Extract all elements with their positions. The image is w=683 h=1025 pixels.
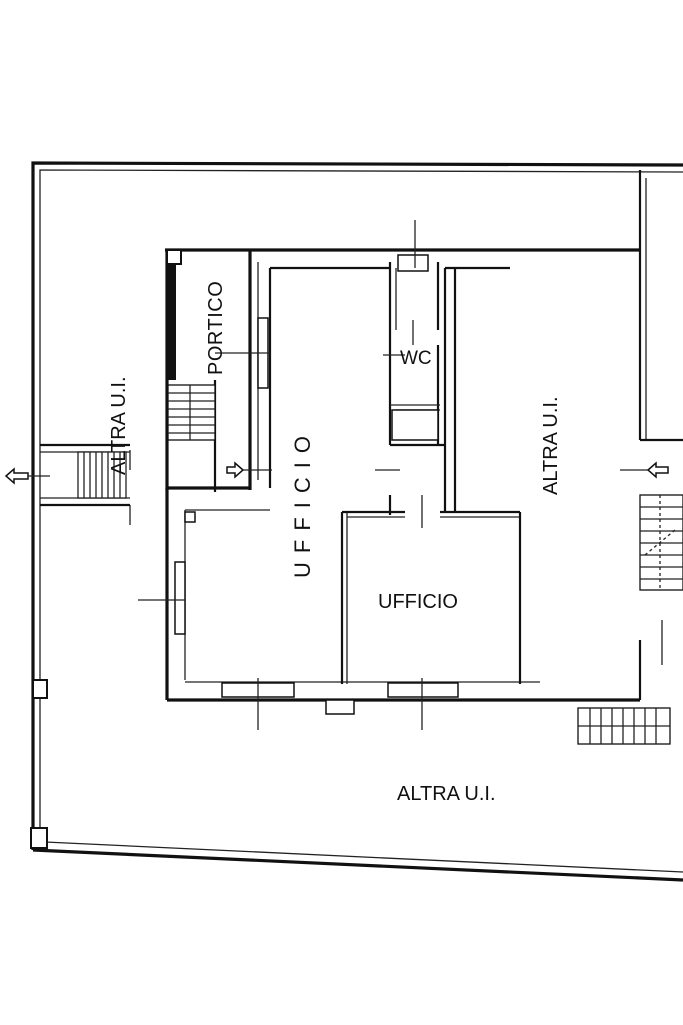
entrance-arrow-right [646,461,669,479]
right-neighbour-wall [638,170,683,700]
label-wc: WC [400,348,432,369]
left-entrance [40,443,130,507]
portico-stair [167,384,216,441]
corner-column [30,827,48,849]
label-altra-bottom: ALTRA U.I. [397,783,496,805]
left-window [174,561,186,635]
left-stair [77,451,127,499]
axis-marks [129,220,663,730]
bottom-niche [325,699,355,715]
label-altra-right: ALTRA U.I. [540,396,562,495]
label-altra-left: ALTRA U.I. [108,376,130,475]
right-stair [639,494,683,591]
wc-shaft [397,254,429,272]
bottom-window-2 [387,682,459,698]
portico-dark-wall [167,260,176,380]
label-portico: PORTICO [205,281,227,375]
central-unit-walls [165,248,640,715]
column [32,679,48,699]
outer-boundary [30,161,683,882]
bottom-right-stair [577,707,671,745]
entrance-arrow-left [4,467,50,485]
label-ufficio-room: UFFICIO [378,591,458,613]
portico-column [166,249,182,265]
column-small [184,511,196,523]
entrance-arrow-portico [226,461,245,479]
wc-fixture [391,409,439,441]
label-ufficio-vertical: UFFICIO [290,427,315,578]
